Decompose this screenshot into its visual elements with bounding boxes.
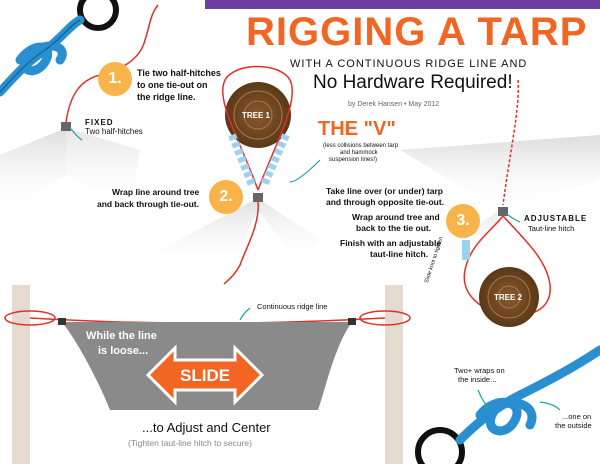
top-banner: [205, 0, 600, 9]
tarp-shade-step1: [0, 128, 66, 215]
slide-label: SLIDE: [180, 366, 231, 385]
one-outside-2: the outside: [555, 421, 592, 430]
tarp-shade-step2: [150, 198, 258, 270]
tree-1-wrap-line: [221, 65, 294, 191]
step-3-text-3: Wrap around tree and: [352, 212, 440, 222]
fixed-subtitle: Two half-hitches: [85, 127, 143, 136]
wrap-left: [4, 310, 56, 326]
step-3-text-5: Finish with an adjustable: [340, 238, 442, 248]
tree-2-ring2: [497, 285, 521, 309]
step-1-text-2: to one tie-out on: [137, 80, 208, 90]
step-2-text-2: and back through tie-out.: [97, 199, 199, 209]
loose-text-2: is loose...: [98, 345, 149, 357]
slide-arrow: [145, 344, 265, 406]
adjust-center-label: ...to Adjust and Center: [142, 420, 271, 435]
tree-2-ring: [487, 275, 531, 319]
the-v-note-2: and hammock: [340, 150, 378, 156]
post-right: [385, 285, 403, 464]
wraps-inside-1: Two+ wraps on: [454, 366, 505, 375]
one-outside-1: ...one on: [562, 412, 592, 421]
page-title: RIGGING A TARP: [246, 10, 588, 54]
adjustable-pointer: [507, 214, 521, 223]
ridge-line-step2: [223, 201, 259, 285]
tie-out-step2: [253, 193, 263, 202]
carabiner-ring-bottom: [415, 427, 465, 464]
continuous-ridge-label: Continuous ridge line: [257, 302, 328, 311]
step-3-text-1: Take line over (or under) tarp: [326, 186, 443, 196]
tarp-shade-step2b: [258, 198, 320, 265]
step-3-text-6: taut-line hitch.: [370, 249, 429, 259]
tree-1-trunk: [225, 82, 291, 148]
tarp-shade-step3: [400, 135, 600, 210]
page-subtitle-2: No Hardware Required!: [313, 72, 513, 93]
tie-out-step1: [61, 122, 71, 131]
tree-1-ring2: [243, 100, 273, 130]
adjustable-subtitle: Taut-line hitch: [528, 224, 575, 233]
tighten-note: (Tighten taut-line hitch to secure): [128, 438, 252, 448]
blue-rope-top-outline: [0, 19, 81, 93]
step-2-badge: 2.: [209, 180, 243, 214]
step-3-text-4: back to the tie out.: [356, 223, 432, 233]
blue-rope-top: [0, 15, 85, 97]
byline: by Derek Hansen • May 2012: [348, 101, 440, 108]
carabiner-ring-top: [77, 0, 119, 31]
wraps-inside-2: the inside...: [458, 375, 497, 384]
fixed-pointer: [69, 127, 83, 141]
wraps-pointer: [477, 389, 491, 411]
the-v-note-1: (less collisions between tarp: [323, 143, 399, 149]
ridge-line-step3: [502, 79, 520, 206]
step-3-text-2: and through opposite tie-out.: [326, 197, 445, 207]
tie-out-left-bottom: [58, 318, 66, 325]
adjustable-title: ADJUSTABLE: [524, 214, 588, 223]
blue-rope-bottom: [455, 345, 600, 445]
tree-2-label: TREE 2: [494, 293, 523, 302]
continuous-pointer: [239, 307, 251, 321]
step-1-text-3: the ridge line.: [137, 92, 196, 102]
tarp-shade-step1b: [66, 128, 140, 210]
post-left: [12, 285, 30, 464]
page-subtitle: WITH A CONTINUOUS RIDGE LINE AND: [290, 58, 528, 70]
tie-out-right-bottom: [348, 318, 356, 325]
step-1-badge: 1.: [98, 62, 132, 96]
step-1-text-1: Tie two half-hitches: [137, 68, 221, 78]
fixed-title: FIXED: [85, 118, 114, 127]
v-pointer: [289, 159, 321, 183]
the-v-label: THE "V": [318, 118, 396, 140]
outside-pointer: [539, 401, 561, 411]
step-2-text-1: Wrap line around tree: [112, 187, 200, 197]
step-3-badge: 3.: [446, 204, 480, 238]
tree-1-wrap-blue-left: [228, 133, 256, 187]
wrap-right: [359, 310, 411, 326]
tie-out-step3: [498, 207, 508, 216]
tree-1-wrap-blue-right: [260, 133, 290, 187]
loose-text-1: While the line: [86, 330, 157, 342]
tree-1-label: TREE 1: [242, 111, 271, 120]
taut-line-hitch-marker: [462, 240, 470, 260]
tree-1-ring: [233, 90, 283, 140]
the-v-note-3: suspension lines!): [329, 157, 378, 163]
